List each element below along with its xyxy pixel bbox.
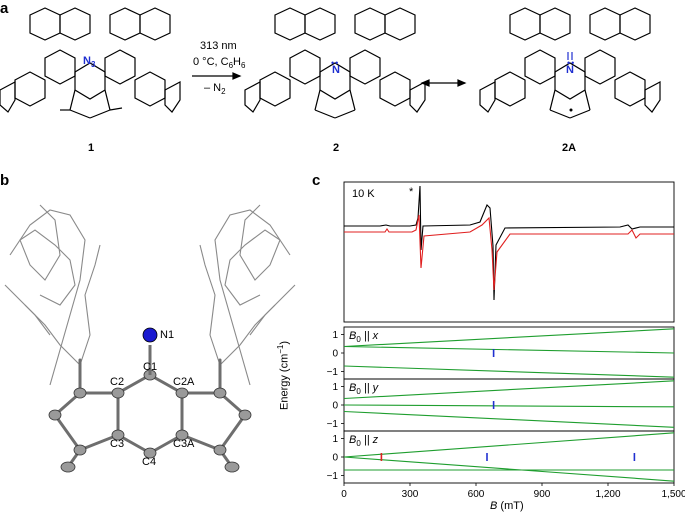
x-tick-label: 600	[468, 489, 485, 500]
star-label: *	[409, 186, 414, 198]
energy-level-line	[343, 380, 675, 400]
epr-spectrum-frame	[343, 181, 675, 323]
atom-label-N1: N1	[160, 329, 175, 341]
x-tick-label: 900	[534, 489, 551, 500]
reaction-byproduct: – N2	[204, 82, 226, 97]
energy-level-line	[343, 328, 675, 348]
subplot-label-z: B0 || z	[349, 434, 379, 449]
y-tick-label: −1	[327, 367, 339, 378]
y-axis-label: Energy (cm−1)	[276, 340, 291, 410]
epr-spectrum-simulated	[344, 214, 674, 291]
energy-level-line	[343, 345, 675, 354]
subplot-label-y: B0 || y	[349, 382, 379, 397]
subplot-label-x: B0 || x	[349, 330, 379, 345]
structure-2	[244, 7, 426, 119]
nitrene-label-2: N	[332, 64, 340, 76]
y-tick-label: −1	[327, 471, 339, 482]
x-axis-label: B (mT)	[490, 500, 524, 512]
structure-2A	[479, 7, 661, 119]
epr-spectrum-experimental	[344, 185, 674, 301]
panel-letter-c: c	[312, 172, 321, 189]
nitrene-dots-2A: ••	[567, 58, 576, 68]
atom-label-C2A: C2A	[173, 376, 195, 388]
y-tick-label: 1	[332, 330, 338, 341]
compound-label-2A: 2A	[562, 142, 577, 154]
y-tick-label: 1	[332, 382, 338, 393]
scheme-structures	[0, 7, 661, 119]
energy-level-line	[343, 365, 675, 378]
energy-level-line	[343, 432, 675, 458]
subplot-frame	[343, 430, 675, 484]
y-tick-label: 0	[332, 349, 338, 360]
atom-label-C4: C4	[142, 456, 157, 468]
y-tick-label: 0	[332, 401, 338, 412]
panel-letter-a: a	[0, 0, 9, 17]
energy-level-line	[343, 404, 675, 408]
nitrogen-atom	[142, 327, 158, 343]
y-tick-label: −1	[327, 419, 339, 430]
temperature-label: 10 K	[352, 188, 375, 200]
panel-letter-b: b	[0, 172, 10, 189]
crystal-structure	[4, 204, 296, 473]
x-tick-label: 300	[402, 489, 419, 500]
structure-1	[0, 7, 181, 119]
compound-label-2: 2	[333, 142, 340, 154]
azide-label: N3	[83, 55, 96, 70]
atom-label-C3A: C3A	[173, 438, 195, 450]
atom-label-C1: C1	[143, 361, 158, 373]
x-tick-label: 1,500	[661, 489, 685, 500]
energy-level-line	[343, 410, 675, 428]
compound-label-1: 1	[88, 142, 95, 154]
x-tick-label: 0	[341, 489, 347, 500]
nitrene-dots-2: ••	[331, 58, 340, 68]
x-tick-label: 1,200	[595, 489, 620, 500]
atom-label-C2: C2	[110, 376, 125, 388]
y-tick-label: 1	[332, 434, 338, 445]
energy-level-line	[343, 456, 675, 482]
reaction-wavelength: 313 nm	[200, 40, 237, 52]
y-tick-label: 0	[332, 453, 338, 464]
reaction-temp-solvent: 0 °C, C6H6	[193, 56, 246, 71]
nitrene-label-2A: N	[566, 64, 574, 76]
atom-label-C3: C3	[110, 438, 125, 450]
